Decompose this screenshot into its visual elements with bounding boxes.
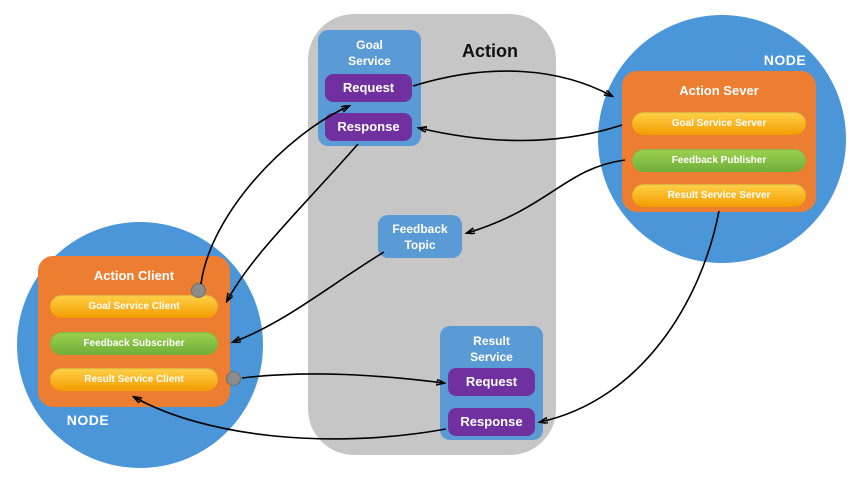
connection-dot-goal-client (191, 283, 206, 298)
pill-result-service-server: Result Service Server (632, 184, 806, 207)
action-client-box: Action Client Goal Service Client Feedba… (38, 256, 230, 407)
action-client-title: Action Client (93, 268, 175, 283)
pill-feedback-subscriber: Feedback Subscriber (50, 332, 218, 355)
pill-goal-service-server: Goal Service Server (632, 112, 806, 135)
feedback-topic-title: Feedback Topic (392, 222, 448, 253)
goal-request-box: Request (325, 74, 412, 102)
server-node-label: NODE (763, 52, 807, 68)
client-node-label: NODE (66, 412, 110, 428)
action-server-box: Action Sever Goal Service Server Feedbac… (622, 71, 816, 212)
action-server-title: Action Sever (679, 83, 759, 98)
action-group-title: Action (462, 41, 518, 61)
pill-goal-service-client: Goal Service Client (50, 295, 218, 318)
result-response-box: Response (448, 408, 535, 436)
pill-result-service-client: Result Service Client (50, 368, 218, 391)
goal-response-box: Response (325, 113, 412, 141)
goal-service-title: Goal Service (348, 38, 391, 69)
pill-feedback-publisher: Feedback Publisher (632, 149, 806, 172)
feedback-topic-box: Feedback Topic (378, 215, 462, 258)
result-request-box: Request (448, 368, 535, 396)
result-service-title: Result Service (470, 334, 513, 365)
connection-dot-result-client (226, 371, 241, 386)
